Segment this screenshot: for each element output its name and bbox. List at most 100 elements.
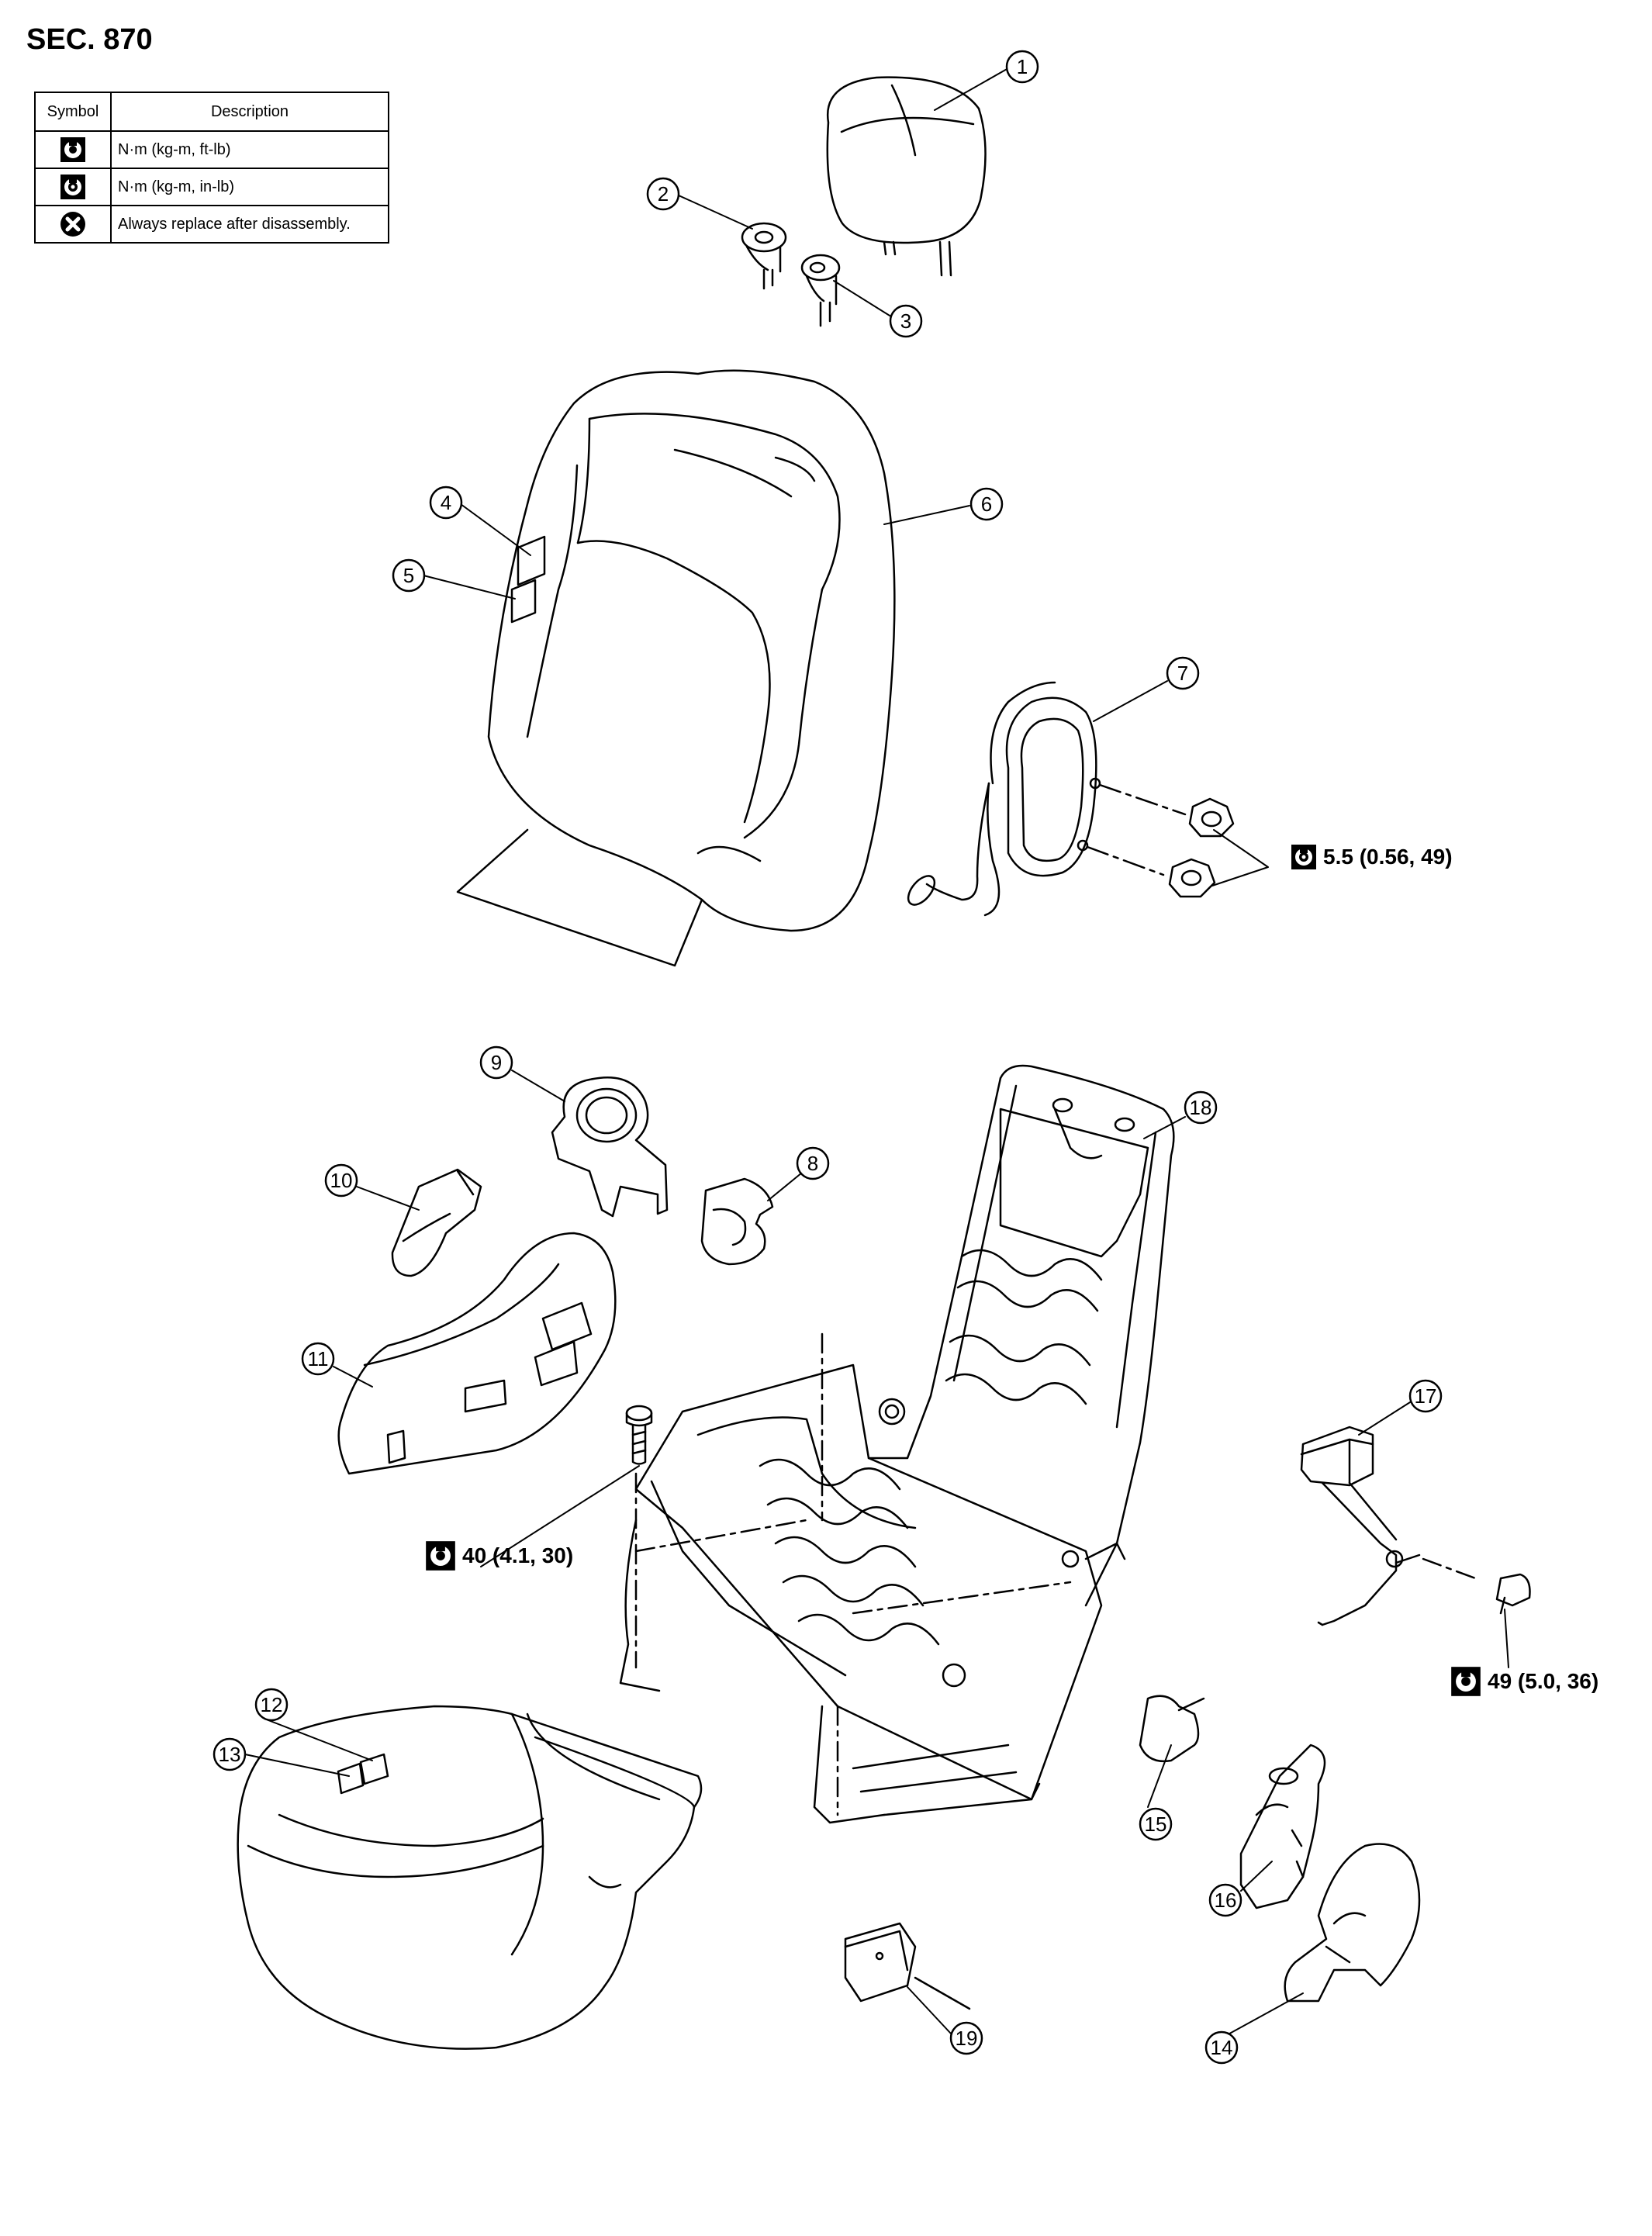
headrest bbox=[826, 76, 987, 277]
torque-spec-buckle-bolt: 49 (5.0, 36) bbox=[1450, 1666, 1598, 1697]
callout-5: 5 bbox=[392, 558, 426, 593]
callout-number: 16 bbox=[1215, 1889, 1237, 1912]
callout-circle bbox=[949, 2021, 983, 2055]
callout-19: 19 bbox=[949, 2021, 983, 2055]
callout-10: 10 bbox=[324, 1163, 358, 1197]
outer-recliner-cover bbox=[1284, 1843, 1421, 2003]
lumbar-support bbox=[907, 681, 1187, 917]
seat-belt-buckle bbox=[1300, 1426, 1531, 1626]
callout-12: 12 bbox=[254, 1688, 289, 1722]
callout-circle bbox=[1204, 2030, 1239, 2065]
symbol-legend: Symbol Description N·m (kg-m, ft-lb) bbox=[34, 92, 389, 244]
callout-circle bbox=[1184, 1090, 1218, 1125]
callout-number: 14 bbox=[1211, 2036, 1233, 2059]
torque-value: 40 (4.1, 30) bbox=[462, 1543, 574, 1567]
callout-number: 6 bbox=[981, 492, 992, 516]
callout-circle bbox=[1139, 1807, 1173, 1841]
callout-number: 17 bbox=[1415, 1384, 1437, 1408]
callout-circle bbox=[1005, 50, 1039, 84]
callout-circle bbox=[646, 177, 680, 211]
seat-cushion-cover bbox=[237, 1705, 703, 2050]
recliner-cap bbox=[1139, 1695, 1205, 1763]
callout-13: 13 bbox=[213, 1737, 247, 1771]
callout-number: 5 bbox=[403, 564, 414, 587]
callout-number: 15 bbox=[1145, 1813, 1167, 1836]
seat-adjuster-lever bbox=[391, 1168, 482, 1277]
callout-16: 16 bbox=[1208, 1883, 1242, 1917]
section-title: SEC. 870 bbox=[26, 23, 153, 56]
callout-number: 7 bbox=[1177, 662, 1188, 685]
callout-number: 19 bbox=[956, 2027, 978, 2050]
torque-wrench-icon bbox=[426, 1541, 455, 1571]
torque-wrench-icon bbox=[1451, 1667, 1481, 1696]
callout-9: 9 bbox=[479, 1045, 513, 1080]
callout-circle bbox=[889, 304, 923, 338]
legend-row: N·m (kg-m, in-lb) bbox=[34, 168, 389, 206]
callout-18: 18 bbox=[1184, 1090, 1218, 1125]
callout-17: 17 bbox=[1408, 1379, 1443, 1413]
callout-circle bbox=[254, 1688, 289, 1722]
callout-circle bbox=[324, 1163, 358, 1197]
callout-circle bbox=[213, 1737, 247, 1771]
occupant-sensor-module bbox=[844, 1922, 971, 2010]
seat-back-side-cap bbox=[700, 1177, 774, 1266]
legend-description: N·m (kg-m, in-lb) bbox=[110, 168, 389, 206]
callout-3: 3 bbox=[889, 304, 923, 338]
legend-header-description: Description bbox=[110, 92, 389, 132]
torque-spec-frame-bolt: 40 (4.1, 30) bbox=[425, 1540, 573, 1571]
recliner-cover-inner bbox=[551, 1077, 669, 1218]
callout-6: 6 bbox=[969, 487, 1004, 521]
callout-number: 8 bbox=[807, 1152, 818, 1175]
callout-8: 8 bbox=[796, 1146, 830, 1180]
legend-header-row: Symbol Description bbox=[34, 92, 389, 132]
callout-14: 14 bbox=[1204, 2030, 1239, 2065]
torque-wrench-small-icon bbox=[60, 175, 85, 199]
callout-number: 10 bbox=[330, 1169, 353, 1192]
callout-number: 13 bbox=[219, 1743, 241, 1766]
callout-7: 7 bbox=[1166, 656, 1200, 690]
legend-description: N·m (kg-m, ft-lb) bbox=[110, 130, 389, 169]
callout-4: 4 bbox=[429, 486, 463, 520]
legend-header-symbol: Symbol bbox=[34, 92, 112, 132]
callout-circle bbox=[429, 486, 463, 520]
callout-number: 11 bbox=[308, 1347, 329, 1370]
callout-number: 12 bbox=[261, 1693, 283, 1716]
callout-circle bbox=[796, 1146, 830, 1180]
callout-circle bbox=[969, 487, 1004, 521]
seat-frame bbox=[619, 1064, 1175, 1824]
callout-number: 1 bbox=[1017, 55, 1028, 78]
always-replace-icon bbox=[60, 212, 85, 237]
headrest-guide-3 bbox=[800, 254, 841, 327]
inner-seat-shield bbox=[1239, 1744, 1326, 1909]
callout-circle bbox=[479, 1045, 513, 1080]
legend-row: Always replace after disassembly. bbox=[34, 205, 389, 244]
callout-number: 4 bbox=[441, 491, 451, 514]
callout-circle bbox=[301, 1342, 335, 1376]
leader-lines bbox=[244, 67, 1509, 2037]
headrest-guide-2 bbox=[741, 222, 787, 290]
callout-number: 2 bbox=[658, 182, 669, 206]
callout-circle bbox=[1166, 656, 1200, 690]
seatback-label-tags bbox=[510, 535, 546, 624]
torque-wrench-small-icon bbox=[1291, 845, 1316, 869]
callout-2: 2 bbox=[646, 177, 680, 211]
callout-circle bbox=[1408, 1379, 1443, 1413]
callout-11: 11 bbox=[301, 1342, 335, 1376]
lumbar-nut bbox=[1168, 797, 1235, 898]
callout-circle bbox=[1208, 1883, 1242, 1917]
torque-wrench-icon bbox=[60, 137, 85, 162]
callout-number: 18 bbox=[1190, 1096, 1212, 1119]
frame-bolt bbox=[625, 1405, 653, 1465]
legend-description: Always replace after disassembly. bbox=[110, 205, 389, 244]
torque-spec-lumbar-nut: 5.5 (0.56, 49) bbox=[1291, 844, 1453, 870]
seatback-cover bbox=[456, 369, 896, 967]
legend-row: N·m (kg-m, ft-lb) bbox=[34, 130, 389, 169]
callout-1: 1 bbox=[1005, 50, 1039, 84]
callout-number: 9 bbox=[491, 1051, 502, 1074]
callout-number: 3 bbox=[900, 309, 911, 333]
callout-circle bbox=[392, 558, 426, 593]
outer-seat-shield bbox=[337, 1232, 617, 1475]
